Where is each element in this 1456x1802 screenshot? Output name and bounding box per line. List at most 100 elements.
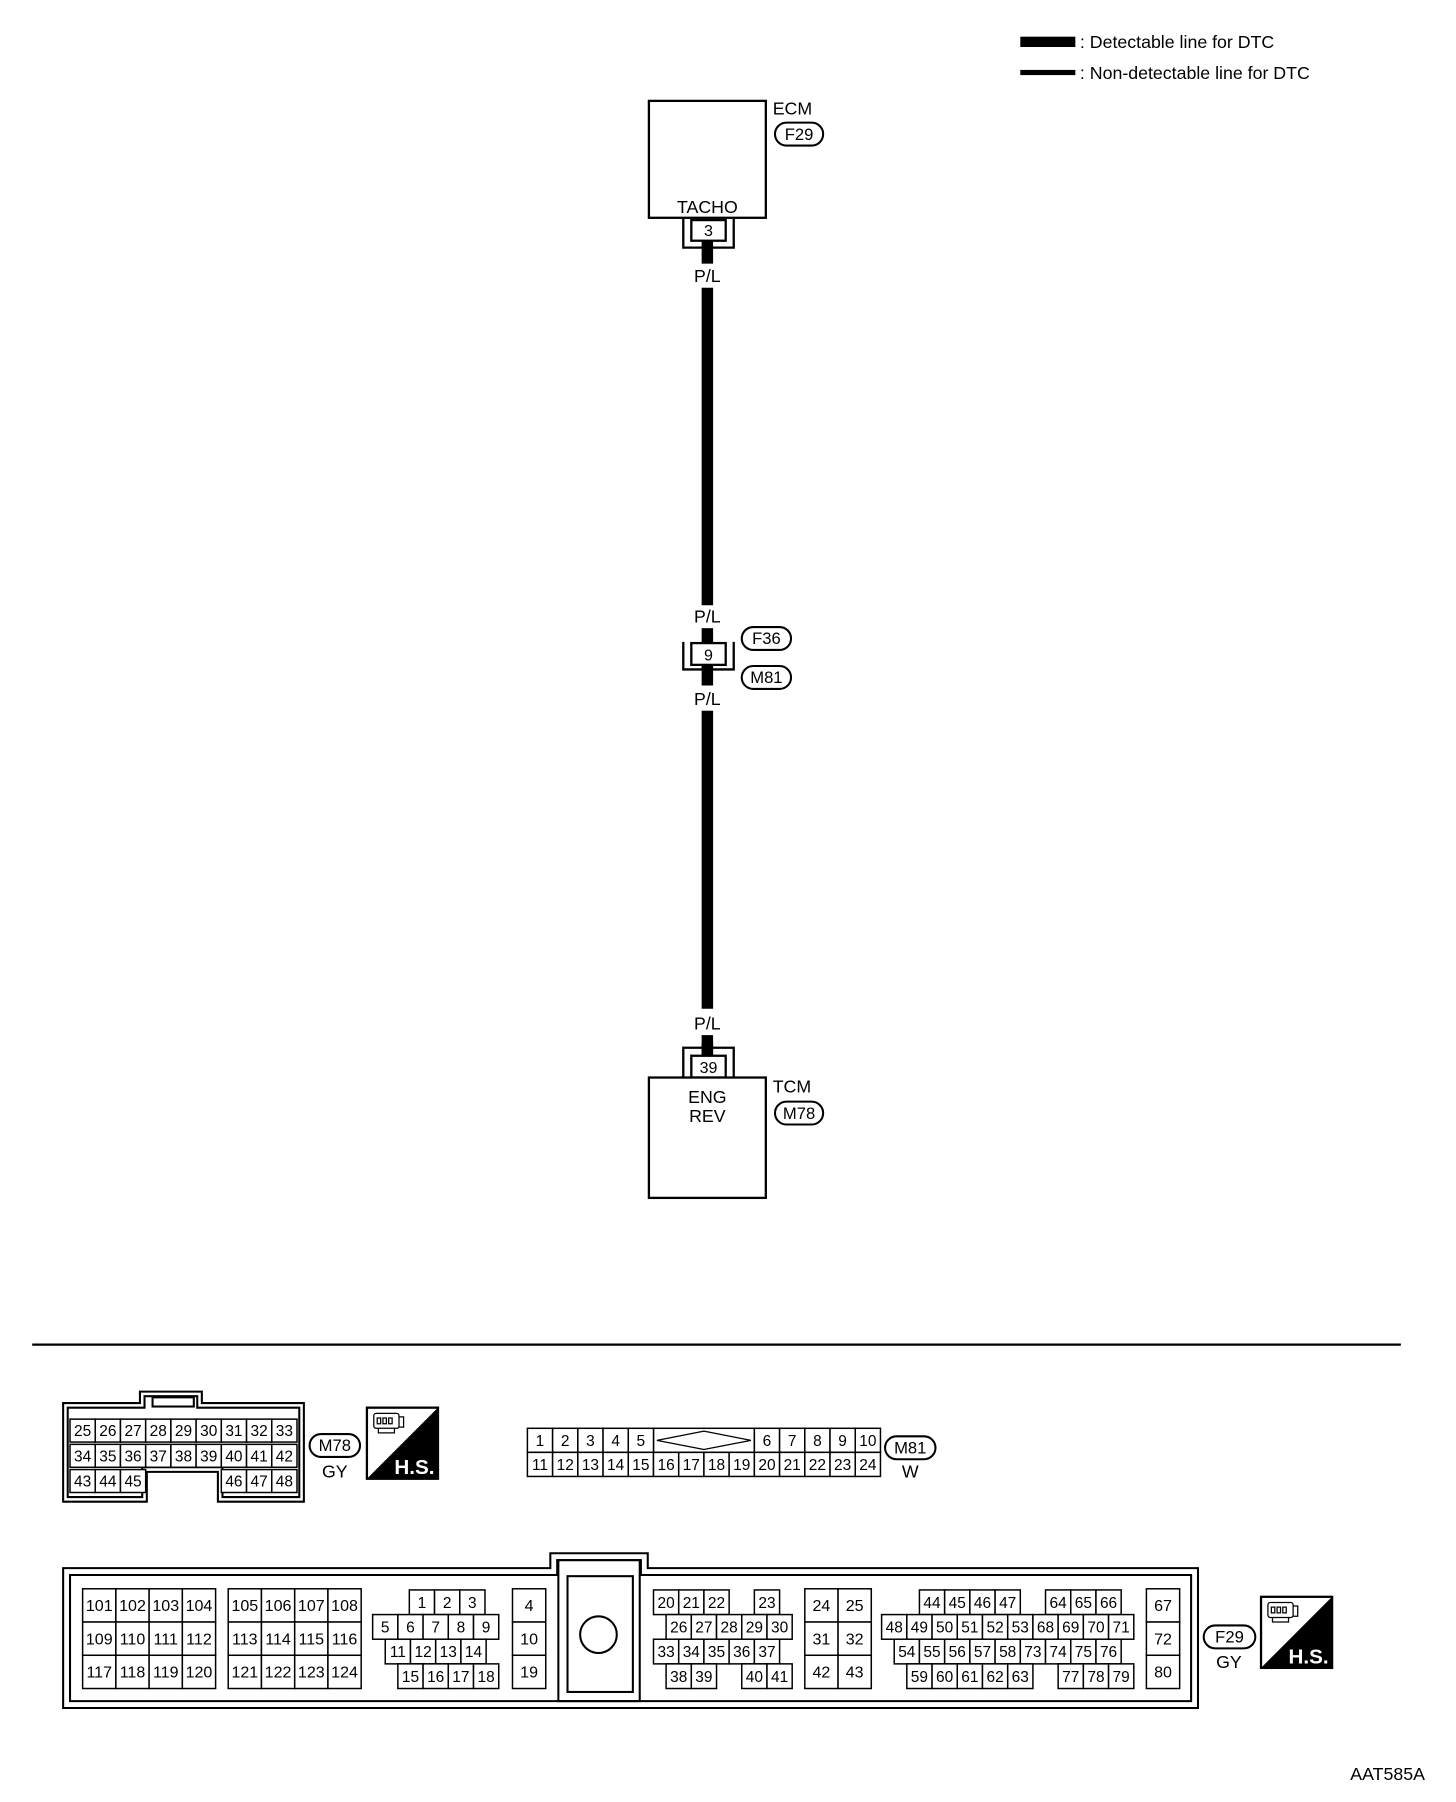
f29-pin-34: 34 — [677, 1638, 705, 1665]
pin-cell — [906, 1663, 933, 1690]
hs-icon-triangle — [1261, 1596, 1333, 1668]
f29-pin-123: 123 — [293, 1654, 329, 1690]
pin-number: 32 — [846, 1630, 864, 1648]
pin-number: 6 — [763, 1433, 772, 1450]
f29-pin-120: 120 — [181, 1654, 217, 1690]
pin-cell — [969, 1589, 996, 1616]
f29-pin-116: 116 — [327, 1621, 362, 1657]
pin-number: 109 — [86, 1630, 113, 1648]
pin-cell — [472, 1663, 500, 1690]
tcm-module: 39 ENG REV TCM M78 — [647, 1043, 825, 1200]
pin-number: 101 — [86, 1597, 113, 1615]
harness-side-icon: H.S. — [1259, 1595, 1334, 1670]
f29-pin-29: 29 — [741, 1613, 768, 1640]
f29-pin-1: 1 — [408, 1589, 436, 1616]
f29-pin-63: 63 — [1006, 1663, 1034, 1690]
f29-pin-32: 32 — [837, 1621, 873, 1657]
pin-number: 4 — [525, 1597, 534, 1615]
f29-pin-66: 66 — [1095, 1589, 1122, 1616]
f29-pin-69: 69 — [1057, 1613, 1085, 1640]
wire-segment — [701, 664, 714, 686]
f29-pin-58: 58 — [994, 1638, 1022, 1665]
pin-number: 102 — [119, 1597, 146, 1615]
m81-connector-color: W — [902, 1462, 919, 1482]
pin-cell — [511, 1654, 547, 1690]
pin-number: 61 — [961, 1669, 978, 1686]
pin-number: 3 — [586, 1433, 595, 1450]
m78-pin-26: 26 — [94, 1418, 122, 1443]
connector-housing-inner — [66, 1395, 301, 1499]
pin-cell — [931, 1663, 959, 1690]
f29-pin-56: 56 — [943, 1638, 971, 1665]
pin-number: 7 — [431, 1619, 440, 1636]
pin-cell — [1107, 1663, 1135, 1690]
connector-tag-outline — [1202, 1624, 1257, 1650]
pin-number: 112 — [186, 1630, 212, 1648]
pin-number: 60 — [936, 1669, 953, 1686]
pin-number: 42 — [276, 1448, 293, 1465]
pin-number: 20 — [758, 1457, 775, 1474]
m78-connector-tag: M78 — [308, 1433, 362, 1458]
f29-pin-28: 28 — [715, 1613, 743, 1640]
harness-side-icon: H.S. — [365, 1406, 440, 1480]
pin-number: 63 — [1012, 1669, 1029, 1686]
f29-pin-62: 62 — [981, 1663, 1009, 1690]
connector-tag-outline — [308, 1433, 362, 1458]
pin-number: 59 — [911, 1669, 928, 1686]
pin-number: 43 — [74, 1474, 91, 1491]
pin-number: 20 — [657, 1595, 674, 1612]
pin-number: 103 — [152, 1597, 179, 1615]
pin-cell — [893, 1638, 921, 1665]
pin-cell — [227, 1654, 263, 1690]
pin-number: 67 — [1154, 1597, 1172, 1615]
pin-cell — [271, 1418, 298, 1443]
pin-cell — [1145, 1621, 1181, 1657]
pin-cell — [81, 1654, 117, 1690]
f29-pin-80: 80 — [1145, 1654, 1181, 1690]
f29-pin-76: 76 — [1095, 1638, 1122, 1665]
m81-pin-10: 10 — [854, 1427, 882, 1454]
pin-number: 73 — [1024, 1644, 1041, 1661]
pin-number: 53 — [1012, 1619, 1029, 1636]
wire-segment — [701, 664, 714, 671]
legend-non-detectable-text: : Non-detectable line for DTC — [1080, 63, 1310, 83]
pin-cell — [1095, 1589, 1122, 1616]
pin-number: 27 — [695, 1619, 712, 1636]
wire-segment — [701, 628, 714, 644]
f29-pin-39: 39 — [690, 1663, 718, 1690]
m78-pin-29: 29 — [170, 1418, 197, 1443]
pin-cell — [271, 1468, 298, 1494]
f29-pin-78: 78 — [1082, 1663, 1110, 1690]
pin-number: 45 — [124, 1474, 141, 1491]
pin-number: 72 — [1154, 1630, 1172, 1648]
f29-pin-10: 10 — [511, 1621, 547, 1657]
wire-segment — [701, 710, 714, 1009]
f29-pin-105: 105 — [227, 1588, 263, 1623]
pin-number: 21 — [784, 1457, 801, 1474]
pin-number: 49 — [911, 1619, 928, 1636]
m81-pin-20: 20 — [753, 1451, 781, 1478]
pin-number: 33 — [657, 1644, 674, 1661]
pin-number: 44 — [99, 1474, 117, 1491]
f29-pin-110: 110 — [115, 1621, 150, 1657]
pin-number: 1 — [418, 1595, 427, 1612]
f29-pin-20: 20 — [652, 1589, 680, 1616]
pin-cell — [1057, 1663, 1085, 1690]
m81-pin-15: 15 — [627, 1451, 655, 1478]
pin-cell — [293, 1588, 329, 1623]
f29-pin-11: 11 — [384, 1638, 412, 1665]
f29-connector-id: F29 — [1215, 1628, 1244, 1647]
joint-connector-tag-a: F36 — [740, 626, 793, 651]
pin-number: 105 — [231, 1597, 258, 1615]
pin-cell — [994, 1589, 1022, 1616]
connector-tag-outline — [773, 1100, 825, 1126]
pin-cell — [728, 1451, 756, 1478]
pin-number: 11 — [390, 1644, 406, 1661]
connector-lock-slot — [151, 1396, 195, 1408]
tcm-label: TCM — [773, 1076, 811, 1096]
pin-number: 34 — [74, 1448, 92, 1465]
m81-pin-6: 6 — [753, 1427, 781, 1454]
pin-number: 118 — [120, 1664, 146, 1682]
